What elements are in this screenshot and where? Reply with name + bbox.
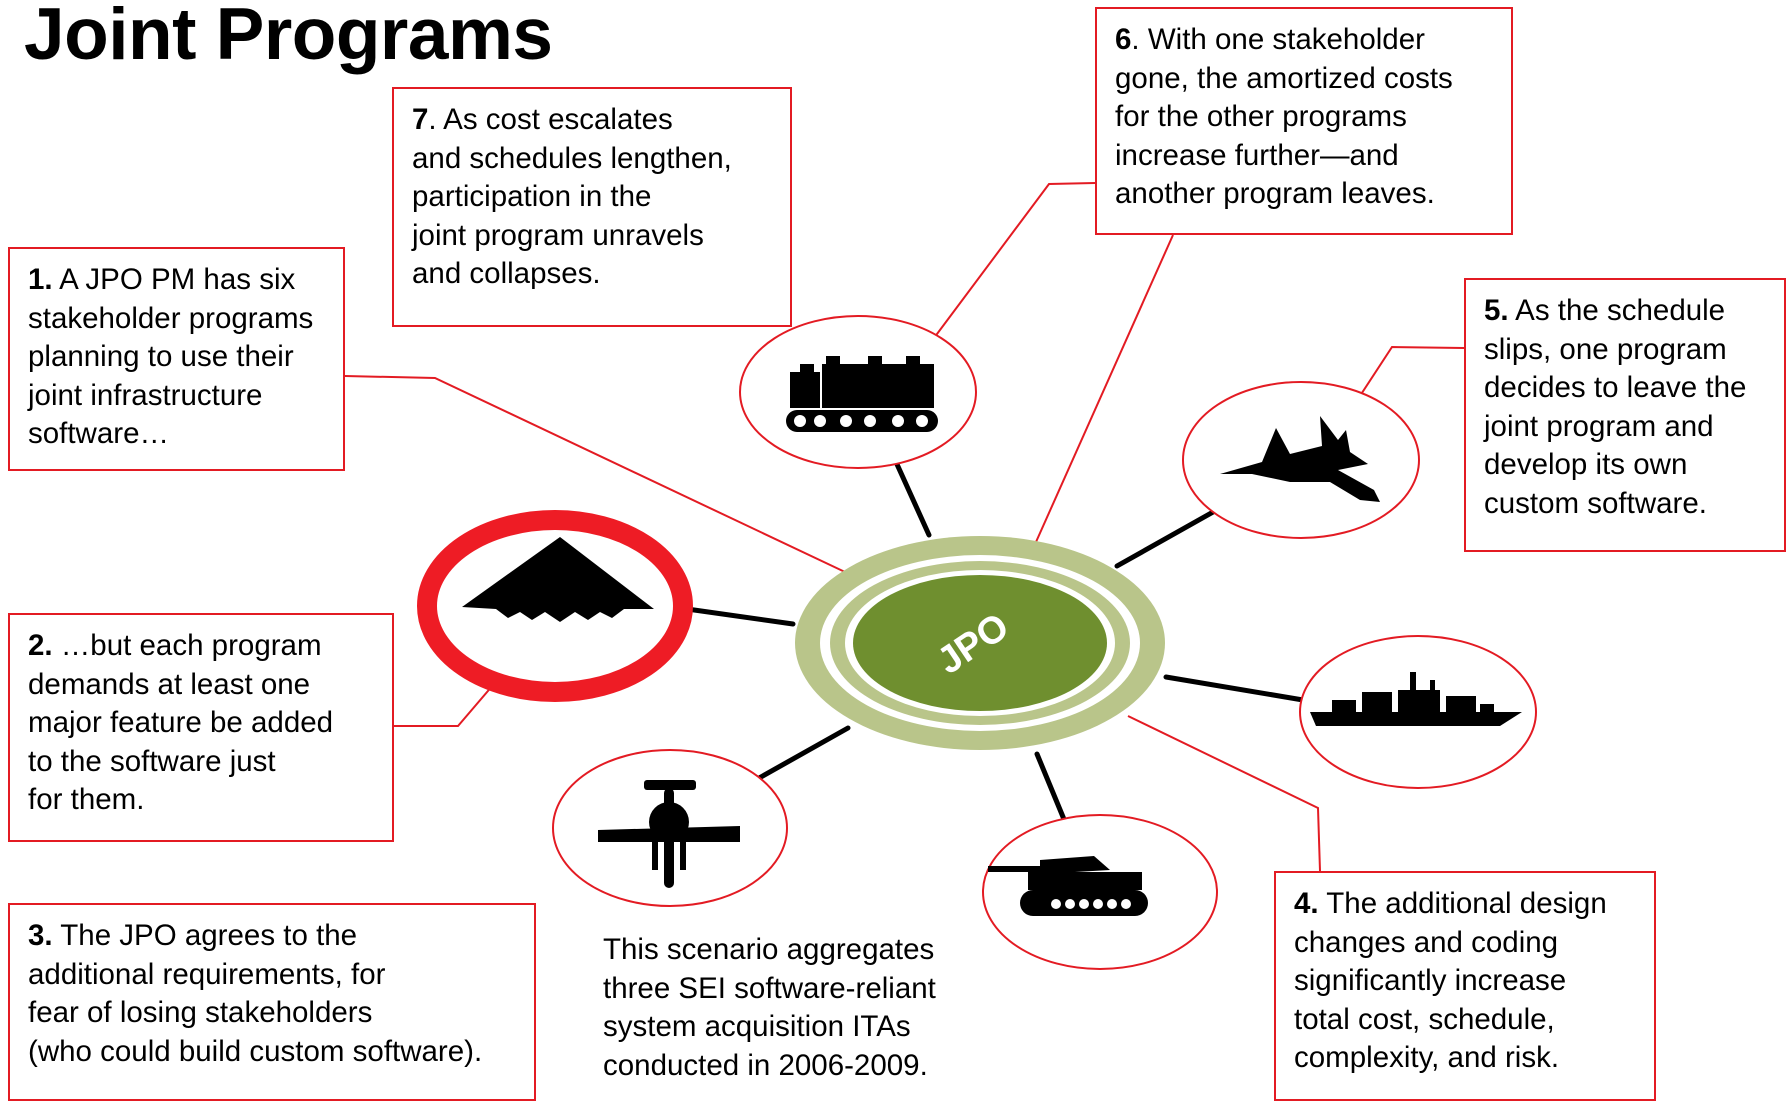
caption-line: three SEI software-reliant — [603, 971, 936, 1005]
spoke-bomber — [670, 604, 796, 627]
heavy-transport-vehicle-icon — [786, 356, 938, 432]
callout-text: to the software just — [28, 744, 276, 778]
callout-text: As the schedule — [1508, 294, 1726, 327]
callout-text: . As cost escalates — [428, 103, 673, 136]
program-ship — [1299, 635, 1537, 789]
step-number: 7 — [412, 103, 429, 136]
program-tank — [982, 814, 1218, 970]
program-vehicle — [739, 315, 977, 469]
scenario-caption: This scenario aggregates three SEI softw… — [603, 931, 936, 1085]
callout-text: A JPO PM has six — [52, 263, 296, 296]
callout-text: significantly increase — [1294, 964, 1567, 997]
callout-text: software… — [28, 417, 169, 450]
fighter-jet-icon — [1220, 416, 1380, 502]
step-number: 6 — [1115, 23, 1132, 56]
spoke-awacs — [749, 725, 851, 785]
callout-text: increase further—and — [1115, 138, 1399, 172]
step-number: 4. — [1294, 887, 1319, 920]
callout-leaders — [344, 182, 1465, 872]
callout-text: develop its own — [1484, 448, 1688, 481]
callout-text: …but each program — [52, 629, 322, 662]
spoke-tank — [1034, 751, 1071, 832]
callout-step-4: 4. The additional design changes and cod… — [1274, 871, 1656, 1101]
callout-text: for them. — [28, 783, 145, 816]
callout-step-1: 1. A JPO PM has six stakeholder programs… — [8, 247, 345, 471]
callout-text: gone, the amortized costs — [1115, 61, 1453, 95]
callout-step-2: 2. …but each program demands at least on… — [8, 613, 394, 842]
page-title: Joint Programs — [24, 0, 553, 75]
callout-text: additional requirements, for — [28, 957, 386, 991]
callout-text: joint program unravels — [412, 218, 704, 252]
callout-text: and collapses. — [412, 257, 601, 290]
callout-text: major feature be added — [28, 706, 334, 739]
callout-text: stakeholder programs — [28, 301, 314, 335]
callout-step-6: 6. With one stakeholder gone, the amorti… — [1095, 7, 1513, 235]
spoke-ship — [1163, 674, 1306, 703]
step-number: 2. — [28, 629, 53, 662]
callout-text: decides to leave the — [1484, 371, 1747, 404]
leader-step6-to-vehicle — [933, 182, 1096, 339]
spoke-fighter — [1114, 504, 1225, 569]
caption-line: conducted in 2006-2009. — [603, 1048, 928, 1082]
leader-step1 — [344, 375, 846, 573]
callout-text: demands at least one — [28, 667, 311, 701]
callout-text: The JPO agrees to the — [52, 919, 358, 952]
stealth-bomber-icon — [462, 537, 654, 622]
callout-text: complexity, and risk. — [1294, 1041, 1560, 1074]
caption-line: system acquisition ITAs — [603, 1010, 911, 1043]
callout-text: and schedules lengthen, — [412, 141, 732, 175]
callout-text: for the other programs — [1115, 100, 1407, 133]
callout-text: joint infrastructure — [28, 378, 263, 412]
leader-step5 — [1355, 345, 1465, 403]
callout-text: total cost, schedule, — [1294, 1002, 1555, 1036]
caption-line: This scenario aggregates — [603, 933, 935, 966]
program-fighter — [1182, 381, 1420, 539]
callout-step-5: 5. As the schedule slips, one program de… — [1464, 278, 1786, 552]
warship-icon — [1310, 672, 1522, 726]
program-awacs — [552, 749, 788, 907]
callout-text: The additional design — [1318, 887, 1607, 920]
battle-tank-icon — [988, 856, 1148, 916]
callout-step-7: 7. As cost escalates and schedules lengt… — [392, 87, 792, 327]
callout-text: fear of losing stakeholders — [28, 996, 373, 1029]
callout-text: slips, one program — [1484, 332, 1727, 366]
awacs-radar-aircraft-icon — [598, 780, 740, 888]
jpo-hub: JPO — [795, 536, 1165, 750]
callout-step-3: 3. The JPO agrees to the additional requ… — [8, 903, 536, 1101]
callout-text: planning to use their — [28, 340, 294, 373]
callout-text: (who could build custom software). — [28, 1034, 483, 1068]
callout-text: custom software. — [1484, 486, 1707, 520]
callout-text: . With one stakeholder — [1131, 23, 1425, 56]
callout-text: joint program and — [1484, 409, 1714, 443]
spokes — [670, 459, 1306, 832]
callout-text: another program leaves. — [1115, 177, 1435, 210]
callout-text: changes and coding — [1294, 925, 1559, 959]
callout-text: participation in the — [412, 180, 652, 213]
leader-step6 — [1035, 234, 1174, 543]
step-number: 3. — [28, 919, 53, 952]
leader-step4 — [1127, 715, 1321, 872]
step-number: 1. — [28, 263, 53, 296]
spoke-vehicle — [893, 459, 932, 538]
program-bomber — [417, 510, 693, 702]
step-number: 5. — [1484, 294, 1509, 327]
